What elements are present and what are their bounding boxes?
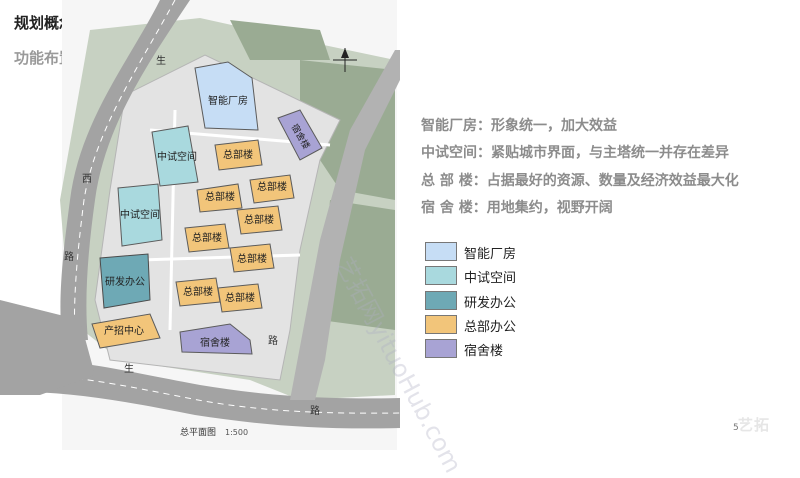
scale-label: 总平面图 <box>180 426 216 438</box>
building-hq-3: 总部楼 <box>257 180 287 193</box>
description-pilot-space: 中试空间：紧贴城市界面，与主塔统一并存在差异 <box>421 145 729 161</box>
building-rnd: 研发办公 <box>105 275 145 288</box>
description-dorm: 宿 舍 楼：用地集约，视野开阔 <box>421 200 613 216</box>
building-hq-5: 总部楼 <box>192 231 222 244</box>
road-label: 生 <box>156 54 166 67</box>
site-plan: 智能厂房 宿舍楼 中试空间 中试空间 研发办公 总部楼 总部楼 总部楼 总部楼 … <box>0 0 400 450</box>
scale-value: 1:500 <box>225 428 248 437</box>
building-hq-7: 总部楼 <box>183 285 213 298</box>
legend-label: 智能厂房 <box>464 247 517 262</box>
description-smart-factory: 智能厂房：形象统一，加大效益 <box>421 118 617 134</box>
legend-label: 研发办公 <box>464 296 517 311</box>
building-hq-4: 总部楼 <box>244 213 274 226</box>
legend-label: 总部办公 <box>464 320 517 335</box>
road-label: 路 <box>64 250 74 263</box>
north-arrow-icon <box>333 48 357 72</box>
road-label: 路 <box>310 404 320 417</box>
building-hq-8: 总部楼 <box>225 291 255 304</box>
brand-logo: 艺拓 <box>738 416 771 434</box>
building-pilot-2: 中试空间 <box>120 208 160 221</box>
building-hq-2: 总部楼 <box>205 190 235 203</box>
road-label: 路 <box>268 334 278 347</box>
legend-label: 宿舍楼 <box>464 344 504 359</box>
building-dorm-bottom: 宿舍楼 <box>200 336 230 349</box>
building-incubator: 产招中心 <box>104 324 144 337</box>
building-hq-1: 总部楼 <box>223 148 253 161</box>
page-subtitle: 功能布置 <box>14 49 75 67</box>
description-hq: 总 部 楼：占据最好的资源、数量及经济效益最大化 <box>421 173 739 189</box>
road-label: 西 <box>82 174 92 185</box>
building-hq-6: 总部楼 <box>237 252 267 265</box>
page-number: 5 <box>733 423 739 433</box>
building-pilot-1: 中试空间 <box>157 150 197 163</box>
legend-swatch <box>425 315 457 334</box>
legend-swatch <box>425 339 457 358</box>
legend-label: 中试空间 <box>464 271 517 286</box>
page-title: 规划概念 <box>14 14 75 32</box>
building-smart-factory: 智能厂房 <box>208 94 248 107</box>
road-label: 生 <box>124 362 134 375</box>
legend-swatch <box>425 242 457 261</box>
legend-swatch <box>425 291 457 310</box>
legend-swatch <box>425 266 457 285</box>
